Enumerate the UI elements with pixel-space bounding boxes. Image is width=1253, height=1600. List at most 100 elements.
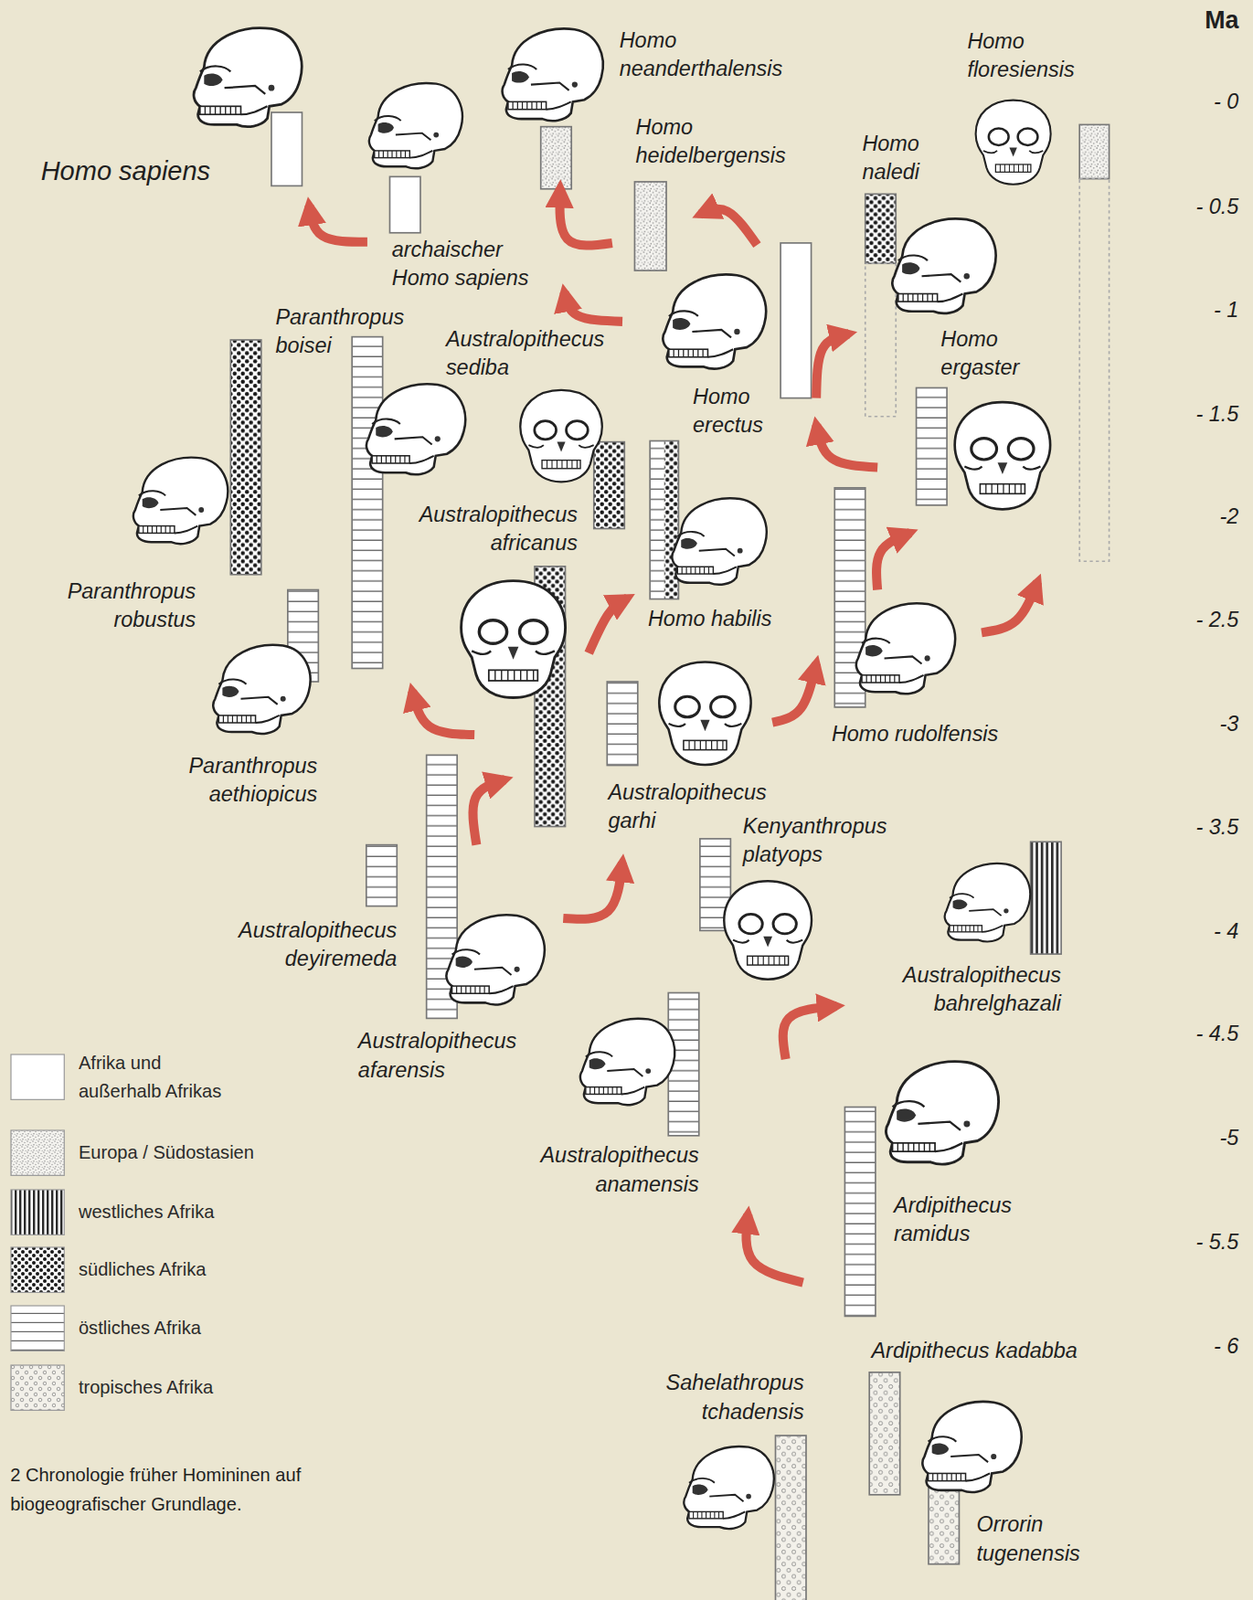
- species-node: Australopithecus sediba: [445, 325, 605, 383]
- legend-swatch-fill: [10, 1189, 64, 1235]
- range-bar: [1079, 124, 1109, 179]
- species-name: Orrorin tugenensis: [976, 1510, 1080, 1569]
- range-bar: [389, 176, 420, 233]
- range-bar: [869, 1372, 900, 1496]
- species-node: Kenyanthropus platyops: [743, 812, 888, 871]
- skull-icon: [891, 218, 996, 313]
- range-bar: [780, 243, 811, 399]
- species-name: Australopithecus garhi: [607, 778, 766, 837]
- species-name: Homo sapiens: [41, 155, 211, 189]
- range-bar: [865, 193, 896, 264]
- species-name: Kenyanthropus platyops: [743, 812, 888, 871]
- species-name: Homo heidelbergensis: [636, 113, 786, 171]
- axis-tick-label: - 4.5: [1195, 1019, 1239, 1049]
- legend-text: Europa / Südostasien: [78, 1138, 255, 1168]
- species-name: Australopithecus africanus: [419, 500, 578, 559]
- legend-swatch: [10, 1246, 65, 1294]
- species-name: Ardipithecus kadabba: [870, 1337, 1077, 1366]
- skull-icon: [922, 1401, 1021, 1493]
- skull-icon: [520, 390, 603, 482]
- range-bar: [916, 387, 947, 505]
- legend-swatch-fill: [10, 1306, 64, 1351]
- species-node: Sahelathropus tchadensis: [666, 1369, 805, 1427]
- skull-icon: [369, 83, 463, 169]
- legend-swatch: [10, 1129, 65, 1177]
- range-bar: [594, 442, 625, 530]
- legend-row: östliches Afrika: [10, 1305, 202, 1352]
- species-name: Australopithecus sediba: [445, 325, 605, 383]
- axis-tick-label: -5: [1220, 1124, 1240, 1153]
- axis-tick-label: - 2.5: [1195, 605, 1239, 635]
- species-name: Homo floresiensis: [966, 27, 1074, 85]
- range-bar: [230, 339, 261, 575]
- skull-icon: [945, 863, 1031, 942]
- evolution-arrow: [472, 779, 505, 845]
- range-bar-uncertain: [1079, 179, 1109, 563]
- species-node: Orrorin tugenensis: [976, 1510, 1080, 1569]
- skull-icon: [461, 581, 566, 699]
- skull-icon: [723, 881, 812, 979]
- axis-tick-label: - 3.5: [1195, 813, 1239, 842]
- species-node: Australopithecus anamensis: [540, 1141, 699, 1200]
- axis-tick-label: -3: [1220, 710, 1240, 739]
- axis-tick-label: - 4: [1213, 917, 1239, 946]
- evolution-arrow: [772, 663, 817, 723]
- evolution-arrow: [981, 582, 1038, 634]
- range-bar: [649, 441, 665, 600]
- skull-icon: [955, 402, 1051, 510]
- species-name: archaischer Homo sapiens: [392, 235, 545, 294]
- species-name: Paranthropus robustus: [67, 577, 197, 636]
- species-name: Australopithecus bahrelghazali: [902, 961, 1062, 1020]
- skull-icon: [502, 28, 604, 121]
- evolution-arrow: [816, 424, 878, 468]
- species-node: Homo neanderthalensis: [619, 26, 784, 85]
- skull-icon: [658, 661, 751, 765]
- figure-caption: 2 Chronologie früher Homininen auf bioge…: [10, 1460, 353, 1520]
- evolution-arrow: [559, 188, 612, 246]
- species-node: Paranthropus robustus: [67, 577, 197, 636]
- legend-text: südliches Afrika: [78, 1255, 207, 1285]
- species-name: Paranthropus boisei: [275, 303, 404, 362]
- range-bar: [775, 1435, 807, 1600]
- skull-icon: [662, 275, 766, 370]
- species-node: Ardipithecus kadabba: [870, 1337, 1077, 1366]
- skull-icon: [856, 603, 956, 694]
- legend-swatch-fill: [10, 1130, 64, 1176]
- legend-swatch-fill: [10, 1365, 64, 1411]
- legend-text: tropisches Afrika: [78, 1373, 213, 1402]
- species-node: Homo ergaster: [940, 325, 1020, 383]
- species-name: Homo neanderthalensis: [619, 26, 784, 85]
- species-node: Paranthropus aethiopicus: [188, 752, 318, 810]
- species-name: Homo ergaster: [940, 325, 1020, 383]
- legend-text: östliches Afrika: [78, 1314, 202, 1343]
- range-bar: [366, 845, 397, 907]
- axis-tick-label: - 0.5: [1195, 192, 1239, 222]
- species-name: Homo erectus: [692, 382, 764, 441]
- species-node: Homo erectus: [692, 382, 764, 441]
- species-name: Paranthropus aethiopicus: [188, 752, 318, 810]
- skull-icon: [366, 383, 466, 475]
- axis-tick-label: - 0: [1213, 87, 1239, 117]
- species-name: Homo rudolfensis: [831, 720, 999, 749]
- legend-swatch-fill: [10, 1247, 64, 1293]
- evolution-arrow: [563, 292, 623, 322]
- range-bar: [844, 1107, 875, 1317]
- species-node: Australopithecus garhi: [607, 778, 766, 837]
- range-bar: [351, 337, 383, 669]
- legend-row: Europa / Südostasien: [10, 1129, 255, 1177]
- legend-swatch: [10, 1364, 65, 1412]
- axis-tick-label: - 1.5: [1195, 400, 1239, 429]
- evolution-arrow: [562, 862, 623, 920]
- species-node: Australopithecus africanus: [419, 500, 578, 559]
- species-name: Australopithecus deyiremeda: [238, 916, 397, 975]
- range-bar: [634, 181, 667, 271]
- species-node: Homo floresiensis: [966, 27, 1074, 85]
- legend-swatch: [10, 1305, 65, 1352]
- range-bar: [606, 681, 638, 766]
- evolution-arrow: [588, 597, 627, 653]
- species-node: Homo naledi: [861, 129, 920, 188]
- evolution-arrow: [745, 1214, 803, 1284]
- skull-icon: [193, 28, 302, 128]
- axis-tick-label: - 6: [1213, 1332, 1239, 1361]
